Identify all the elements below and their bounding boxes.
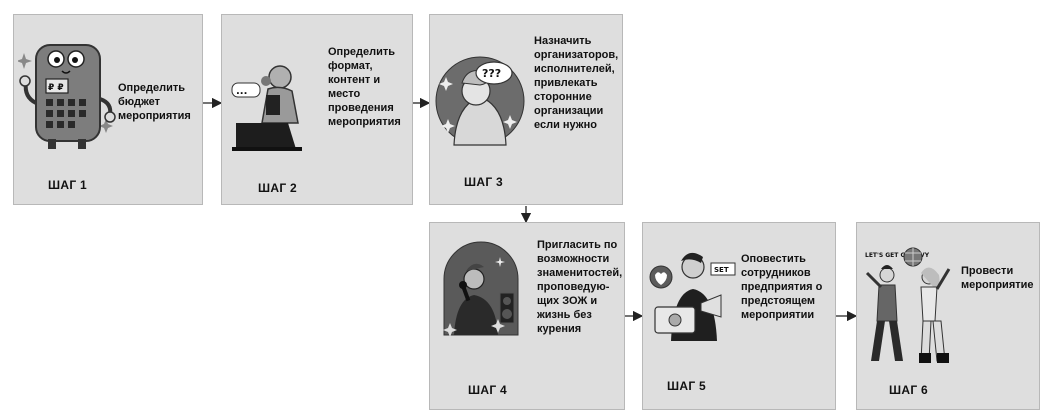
step-4-line: Пригласить по <box>537 239 618 251</box>
step-6-line: Провести <box>961 265 1014 277</box>
step-3-line: исполнителей, <box>534 63 615 75</box>
step-3-box: ??? Назначить организаторов, исполнителе… <box>429 14 623 205</box>
step-2-line: место <box>328 88 361 100</box>
step-3-line: Назначить <box>534 35 592 47</box>
step-1-text: Определить бюджет мероприятия <box>118 81 191 123</box>
person-with-laptop-icon: ... <box>231 65 302 151</box>
step-2-line: мероприятия <box>328 116 401 128</box>
step-5-line: предприятия о <box>741 281 823 293</box>
step-1-box: ₽ ₽ Определить бюджет мероприятия ШАГ 1 <box>13 14 203 205</box>
speech-bubble-text: ... <box>236 86 247 97</box>
step-5-text: Оповестить сотрудников предприятия о пре… <box>741 252 822 322</box>
step-3-line: сторонние <box>534 91 592 103</box>
sign-text: SET <box>714 266 729 274</box>
step-2-text: Определить формат, контент и место прове… <box>328 45 401 129</box>
step-1-line: Определить <box>118 82 186 94</box>
step-4-text: Пригласить по возможности знаменитостей,… <box>537 238 622 336</box>
step-1-label: ШАГ 1 <box>48 178 88 192</box>
step-2-line: контент и <box>328 74 381 86</box>
confused-person-icon: ??? <box>435 56 525 146</box>
calculator-mascot-icon: ₽ ₽ <box>18 44 116 149</box>
step-5-line: Оповестить <box>741 253 806 265</box>
step-5-box: SET Оповестить сотрудников предприятия о… <box>642 222 836 410</box>
step-5-line: мероприятии <box>741 309 815 321</box>
calculator-display: ₽ ₽ <box>48 83 64 93</box>
step-6-line: мероприятие <box>961 279 1034 291</box>
step-2-label: ШАГ 2 <box>258 181 298 195</box>
step-3-line: привлекать <box>534 77 598 89</box>
step-3-line: организаторов, <box>534 49 619 61</box>
step-3-line: если нужно <box>534 119 597 131</box>
step-4-line: возможности <box>537 253 610 265</box>
step-5-line: предстоящем <box>741 295 816 307</box>
step-4-line: проповедую- <box>537 281 610 293</box>
step-5-line: сотрудников <box>741 267 811 279</box>
step-6-text: Провести мероприятие <box>961 264 1034 292</box>
step-2-line: проведения <box>328 102 394 114</box>
person-with-megaphone-icon: SET <box>649 252 736 341</box>
step-4-line: щих ЗОЖ и <box>537 295 598 307</box>
step-1-line: мероприятия <box>118 110 191 122</box>
step-3-text: Назначить организаторов, исполнителей, п… <box>534 34 618 132</box>
dancing-couple-icon: LET'S GET GROOVY <box>865 247 951 363</box>
step-2-line: формат, <box>328 60 373 72</box>
sign-text: LET'S GET GROOVY <box>865 252 930 259</box>
speech-bubble-text: ??? <box>482 67 501 80</box>
singer-with-microphone-icon <box>443 241 519 337</box>
step-4-line: курения <box>537 323 582 335</box>
step-3-line: организации <box>534 105 604 117</box>
step-4-line: жизнь без <box>537 309 592 321</box>
step-6-box: LET'S GET GROOVY Провести мероприятие ША… <box>856 222 1040 410</box>
step-5-label: ШАГ 5 <box>667 379 707 393</box>
step-4-box: Пригласить по возможности знаменитостей,… <box>429 222 625 410</box>
step-4-line: знаменитостей, <box>537 267 623 279</box>
step-6-label: ШАГ 6 <box>889 383 929 397</box>
step-1-line: бюджет <box>118 96 161 108</box>
step-3-label: ШАГ 3 <box>464 175 504 189</box>
step-4-label: ШАГ 4 <box>468 383 508 397</box>
step-2-box: ... Определить формат, контент и место п… <box>221 14 413 205</box>
step-2-line: Определить <box>328 46 396 58</box>
